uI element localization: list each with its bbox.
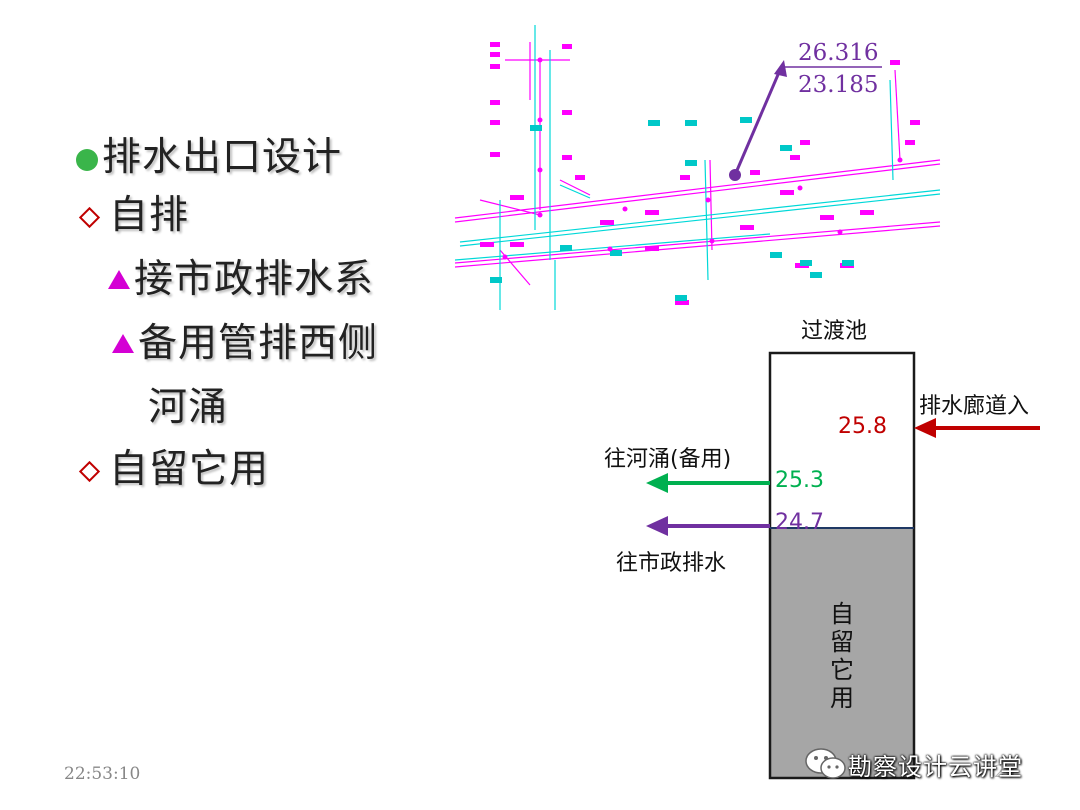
municipal-outlet-arrow xyxy=(646,516,770,536)
bullet-backup-pipe: 备用管排西侧 xyxy=(112,322,378,366)
magenta-pipes xyxy=(454,42,941,286)
bullet-text: 河涌 xyxy=(148,385,229,430)
retained-use-label: 自留它用 xyxy=(830,600,854,712)
triangle-icon xyxy=(108,270,130,289)
municipal-outlet-level: 24.7 xyxy=(775,510,824,535)
bullet-outlet-design: 排水出口设计 xyxy=(76,136,342,180)
inlet-label: 排水廊道入 xyxy=(919,394,1030,419)
watermark: 勘察设计云讲堂 xyxy=(804,744,1023,784)
bullet-text: 接市政排水系 xyxy=(134,257,375,302)
wechat-icon xyxy=(805,748,846,779)
bullet-text: 备用管排西侧 xyxy=(138,321,379,366)
backup-outlet-arrow xyxy=(646,473,770,493)
inlet-arrow xyxy=(914,418,1040,438)
backup-outlet-level: 25.3 xyxy=(775,468,824,493)
triangle-icon xyxy=(112,334,134,353)
callout-leader xyxy=(733,69,782,176)
municipal-outlet-label: 往市政排水 xyxy=(616,551,727,576)
bullet-self-drain: 自排 xyxy=(76,194,189,238)
timestamp: 22:53:10 xyxy=(64,764,141,784)
tank-outline xyxy=(768,351,916,780)
page-number: 20 xyxy=(994,762,1016,782)
plan-callout: 26.316 23.185 xyxy=(729,40,882,181)
cyan-labels xyxy=(490,117,854,301)
pipe-plan-drawing: 26.316 23.185 xyxy=(454,25,941,310)
bullet-reuse: 自留它用 xyxy=(76,448,269,492)
watermark-text: 勘察设计云讲堂 xyxy=(848,752,1023,781)
callout-bottom-value: 23.185 xyxy=(798,72,878,98)
bullet-municipal: 接市政排水系 xyxy=(108,258,374,302)
tank-title: 过渡池 xyxy=(801,319,868,344)
manholes xyxy=(502,57,903,260)
green-dot-icon xyxy=(76,148,98,171)
retained-water xyxy=(770,528,914,778)
bullet-text: 自排 xyxy=(109,193,190,238)
callout-arrowhead xyxy=(774,60,787,77)
inlet-level: 25.8 xyxy=(838,414,887,439)
bullet-river: 河涌 xyxy=(148,386,228,430)
bullet-text: 排水出口设计 xyxy=(102,135,343,180)
callout-top-value: 26.316 xyxy=(798,40,878,66)
backup-outlet-label: 往河涌(备用) xyxy=(604,447,732,472)
cyan-pipes xyxy=(454,25,941,310)
bullet-text: 自留它用 xyxy=(109,447,270,492)
